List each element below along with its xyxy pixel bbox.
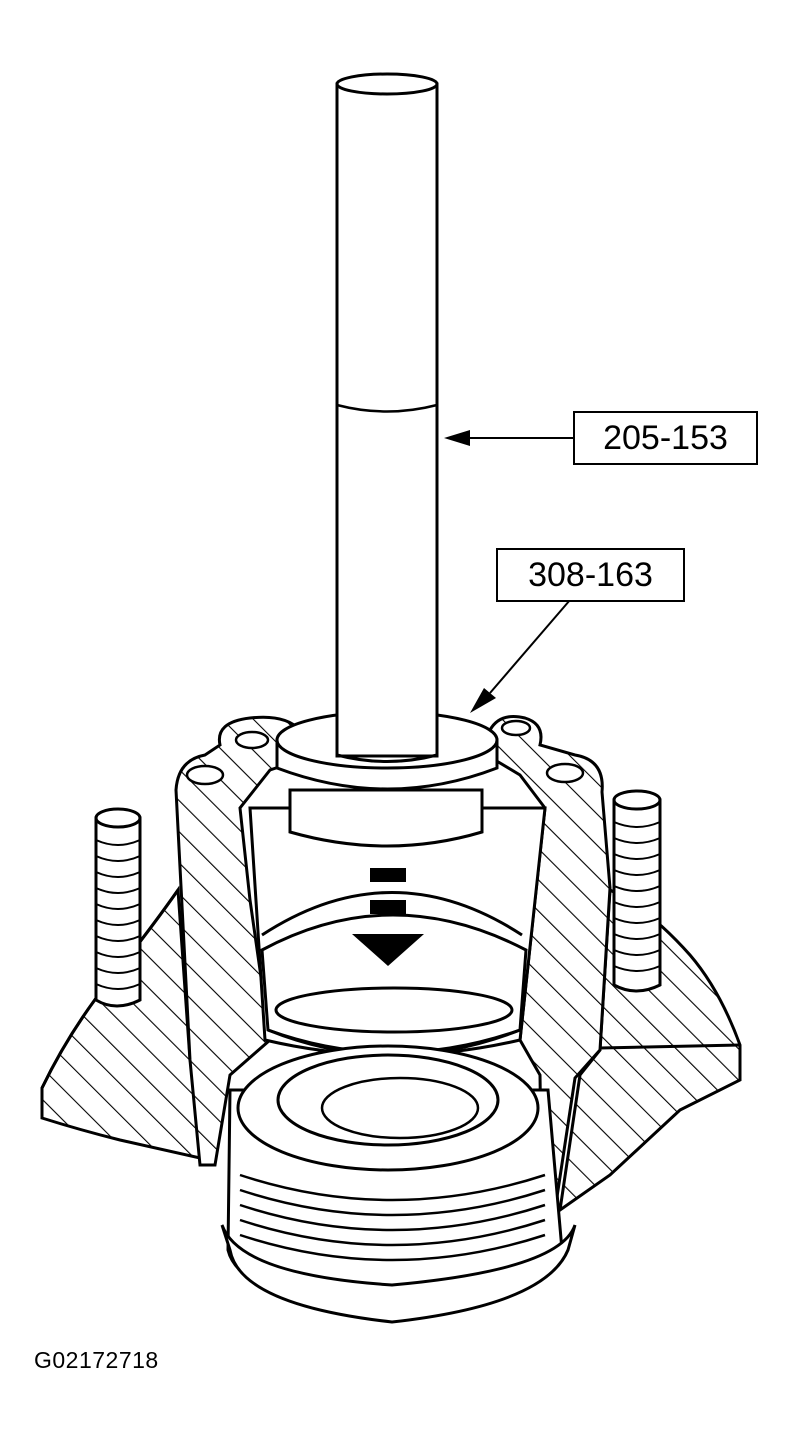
wheel-bearing-assembly <box>220 1044 577 1324</box>
wheel-stud-right <box>612 789 662 993</box>
direction-arrow <box>352 868 424 966</box>
wheel-stud-left <box>94 807 142 1008</box>
hub-body-section <box>174 715 612 1214</box>
callout-label-tool-1: 205-153 <box>573 411 758 465</box>
leader-line-205-153 <box>444 430 573 446</box>
bearing-race <box>260 913 528 1057</box>
figure-id: G02172718 <box>34 1347 159 1373</box>
leader-line-308-163 <box>470 599 571 713</box>
callout-label-tool-2: 308-163 <box>496 548 685 602</box>
handle-205-153 <box>335 72 439 763</box>
